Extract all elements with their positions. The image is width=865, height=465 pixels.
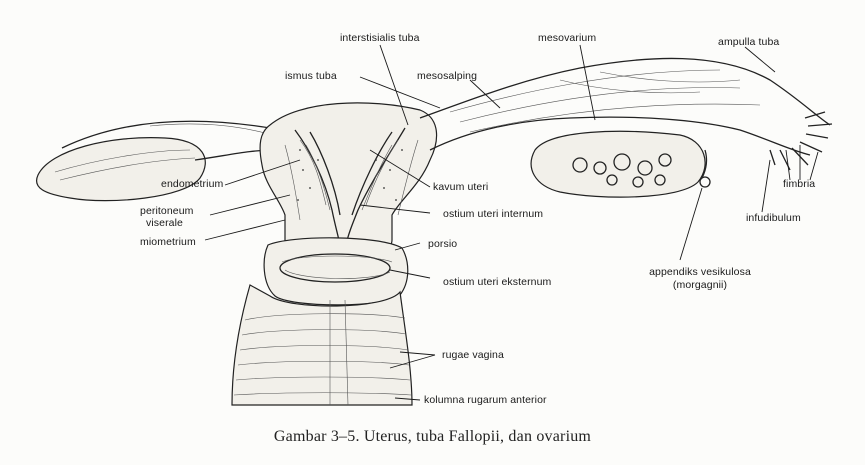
ostium-externum [279, 253, 391, 283]
left-tube [61, 120, 271, 149]
label-mesosalping: mesosalping [417, 70, 478, 82]
label-infudibulum: infudibulum [746, 212, 801, 224]
label-appendiks-line2: (morgagnii) [672, 279, 728, 291]
label-mesovarium: mesovarium [538, 32, 597, 44]
cervix [263, 237, 409, 306]
label-peritoneum-line1: peritoneum [140, 205, 194, 217]
label-kolumna-rugarum-anterior: kolumna rugarum anterior [424, 394, 547, 406]
uterus-body [259, 102, 438, 256]
label-kavum-uteri: kavum uteri [433, 181, 489, 193]
label-miometrium: miometrium [140, 236, 196, 248]
right-tube [419, 57, 831, 126]
vagina [231, 284, 413, 406]
label-ismus-tuba: ismus tuba [285, 70, 337, 82]
left-ovary [36, 137, 206, 202]
label-ostium-uteri-internum: ostium uteri internum [443, 208, 544, 220]
label-interstisialis-tuba: interstisialis tuba [340, 32, 420, 44]
label-ostium-uteri-eksternum: ostium uteri eksternum [443, 276, 552, 288]
fimbria-shape [769, 111, 833, 171]
label-peritoneum-line2: viserale [146, 217, 183, 229]
label-fimbria: fimbria [783, 178, 816, 190]
label-porsio: porsio [428, 238, 458, 250]
label-endometrium: endometrium [161, 178, 224, 190]
label-ampulla-tuba: ampulla tuba [718, 36, 780, 48]
label-rugae-vagina: rugae vagina [442, 349, 504, 361]
figure-caption: Gambar 3–5. Uterus, tuba Fallopii, dan o… [273, 428, 592, 445]
right-ovary [530, 130, 706, 198]
leader-lines [204, 44, 819, 401]
label-appendiks-line1: appendiks vesikulosa [649, 266, 751, 278]
